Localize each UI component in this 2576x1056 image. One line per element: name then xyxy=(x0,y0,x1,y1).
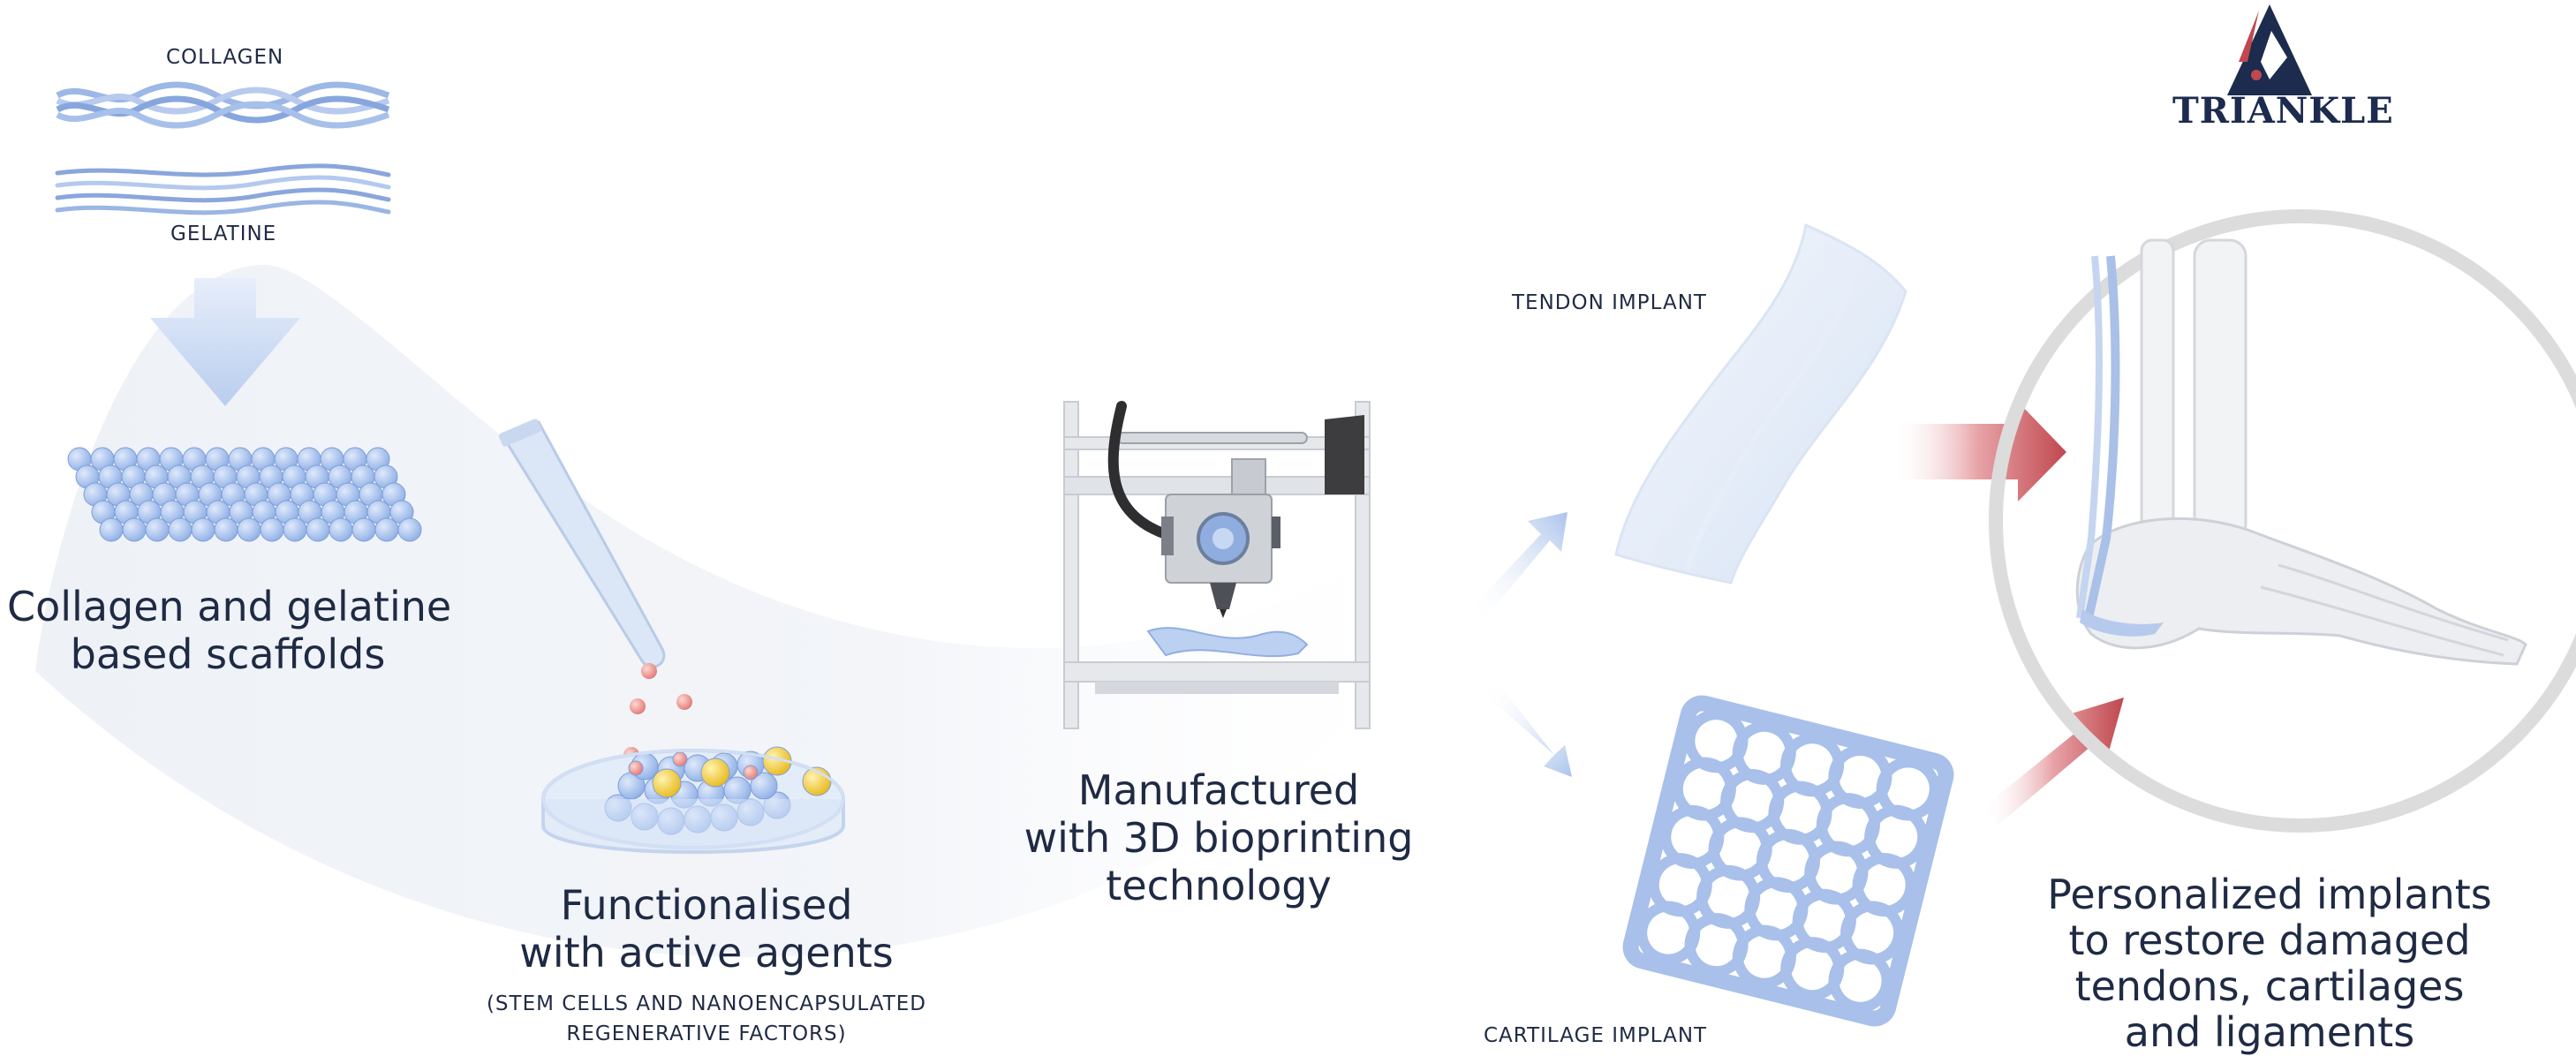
gelatine-strand-icon xyxy=(55,163,391,215)
scaffold-sphere xyxy=(329,517,353,542)
scaffold-sphere xyxy=(351,517,376,542)
scaffold-sphere xyxy=(283,517,307,542)
arrow-to-tendon-icon xyxy=(1470,512,1568,620)
scaffold-sphere xyxy=(306,517,330,542)
scaffold-sphere xyxy=(214,517,238,542)
scaffolds-caption-line: Collagen and gelatine xyxy=(7,583,452,630)
result-caption-line: Personalized implants xyxy=(2047,871,2492,918)
scaffold-sphere xyxy=(99,517,124,542)
lattice-cell xyxy=(1828,948,1892,1013)
result-caption-line: to restore damaged xyxy=(2068,916,2471,964)
manufactured-caption: Manufactured with 3D bioprinting technol… xyxy=(998,766,1439,909)
background-sweep xyxy=(35,265,1458,958)
functionalised-note: (STEM CELLS AND NANOENCAPSULATED REGENER… xyxy=(442,989,971,1049)
triankle-logo-mark xyxy=(2227,4,2312,95)
scaffold-sphere xyxy=(374,517,399,542)
triankle-logo-text: TRIANKLE xyxy=(2172,90,2394,132)
gelatine-label: GELATINE xyxy=(170,223,277,245)
arrow-to-foot-upper-icon xyxy=(1890,402,2066,502)
scaffold-sphere xyxy=(260,517,284,542)
scaffold-sphere xyxy=(145,517,170,542)
tendon-implant-icon xyxy=(1614,223,1907,585)
cartilage-implant-label: CARTILAGE IMPLANT xyxy=(1484,1024,1708,1047)
scaffold-sphere xyxy=(122,517,147,542)
collagen-label: COLLAGEN xyxy=(166,46,284,69)
manufactured-caption-line: Manufactured xyxy=(1077,766,1360,814)
arrow-to-cartilage-icon xyxy=(1484,682,1572,777)
agent-red xyxy=(743,765,759,781)
petri-dish-icon xyxy=(541,746,845,854)
result-caption: Personalized implants to restore damaged… xyxy=(2005,871,2534,1055)
down-arrow-icon xyxy=(150,278,300,406)
scaffold-sphere xyxy=(397,517,422,542)
manufactured-caption-line: technology xyxy=(1106,862,1332,909)
tendon-implant-label: TENDON IMPLANT xyxy=(1512,291,1707,314)
agent-red xyxy=(672,751,688,767)
scaffold-sphere xyxy=(168,517,193,542)
functionalised-note-line: REGENERATIVE FACTORS) xyxy=(566,1022,847,1045)
agent-yellow xyxy=(652,768,682,798)
functionalised-caption: Functionalised with active agents xyxy=(486,881,927,977)
collagen-fibre-icon xyxy=(56,81,390,129)
functionalised-caption-line: Functionalised xyxy=(560,881,853,929)
bioprinter-icon xyxy=(1063,401,1371,729)
scaffold-sphere xyxy=(237,517,261,542)
agent-red xyxy=(628,760,644,776)
result-caption-line: and ligaments xyxy=(2124,1008,2415,1056)
scaffold-sphere xyxy=(191,517,215,542)
cartilage-implant-icon xyxy=(1622,695,1954,1027)
result-caption-line: tendons, cartilages xyxy=(2074,962,2465,1010)
manufactured-caption-line: with 3D bioprinting xyxy=(1024,814,1414,862)
scaffold-sphere-grid-icon xyxy=(67,447,422,542)
foot-ring xyxy=(1989,209,2576,833)
arrow-to-foot-lower-icon xyxy=(1983,698,2124,826)
test-tube-icon xyxy=(499,419,666,668)
functionalised-caption-line: with active agents xyxy=(519,929,894,977)
scaffolds-caption: Collagen and gelatine based scaffolds xyxy=(7,583,452,678)
functionalised-note-line: (STEM CELLS AND NANOENCAPSULATED xyxy=(486,992,927,1015)
agent-yellow xyxy=(700,758,730,788)
scaffolds-caption-line: based scaffolds xyxy=(70,630,386,678)
foot-bones-icon xyxy=(2075,238,2527,666)
